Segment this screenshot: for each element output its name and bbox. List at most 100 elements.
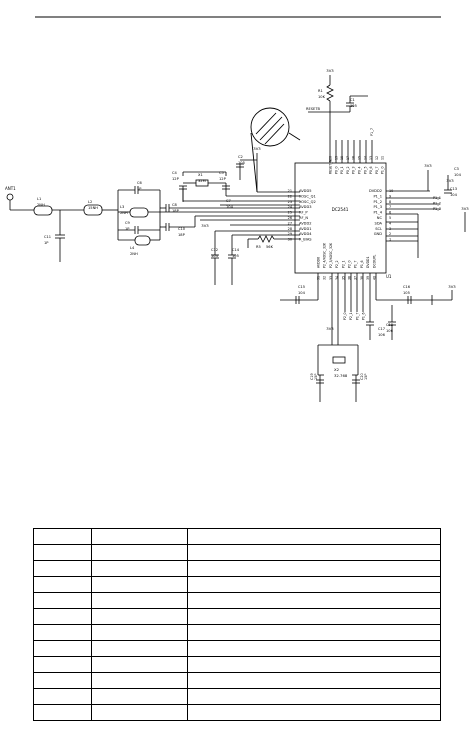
component-value: 1P (137, 187, 142, 191)
ic-left-pin-label: R_BIAS (299, 238, 312, 242)
table-cell (33, 640, 92, 657)
component-value: 104 (450, 193, 458, 197)
ic-top-pin-num: 16 (352, 156, 356, 160)
ic-top-pin-num: 11 (381, 156, 385, 160)
ic-top-pin-label: P0_7 (375, 166, 379, 174)
table-cell (91, 640, 188, 657)
supply-label: 3V3 (253, 146, 261, 151)
component-ref: R1 (318, 89, 323, 93)
component-value: 1P (125, 227, 130, 231)
table-cell (33, 560, 92, 577)
crystal-x2-ref: X2 (334, 367, 340, 372)
crystal-x1-ref: X1 (198, 173, 203, 177)
table-cell (91, 624, 188, 641)
component-value: 12P (219, 177, 227, 181)
component-ref: C17 (378, 327, 385, 331)
ic-right-pin-num: 2 (389, 232, 391, 236)
ic-top-pin-num: 12 (375, 156, 379, 160)
component-ref: C15 (298, 285, 305, 289)
component-value: 106 (378, 333, 386, 337)
ic-bottom-pin-label: P2_0 (348, 260, 352, 268)
supply-label: 3V3 (326, 68, 334, 73)
table-cell (91, 560, 188, 577)
ic-bottom-pin-num: 40 (372, 276, 376, 280)
ic-right-pin-label: P1_3 (373, 205, 382, 209)
component-value: 12P (172, 177, 180, 181)
supply-label: 3V3 (326, 326, 334, 331)
ic-top-pin-label: P1_0 (381, 166, 385, 174)
ic-left-pin-label: XOSC_Q1 (299, 194, 316, 198)
ic-bottom-pin-label: P1_6 (360, 260, 364, 268)
ic-top-pin-num: 13 (369, 156, 373, 160)
table-cell (187, 672, 441, 689)
ic-left-pin-num: 26 (288, 216, 292, 220)
ic-left-pin-num: 30 (288, 238, 292, 242)
table-cell (91, 704, 188, 721)
table-cell (187, 688, 441, 705)
ic-right-pin-num: 8 (389, 200, 391, 204)
reset-net-label: RESETB (306, 107, 321, 111)
ic-left-pin-label: XOSC_Q2 (299, 200, 316, 204)
ic-right-net-label: P1_3 (433, 207, 441, 211)
ic-right-pin-label: P1_2 (373, 200, 382, 204)
component-ref: R5 (256, 245, 261, 249)
ic-right-pin-num: 5 (389, 216, 391, 220)
component-value: 2NH (37, 203, 45, 207)
component-ref: C14 (232, 248, 240, 252)
component-value: 18P (178, 233, 186, 237)
component-ref: C11 (44, 235, 51, 239)
table-cell (187, 592, 441, 609)
table-row (33, 544, 441, 561)
antenna-terminal (6, 193, 14, 201)
inductor-l1 (33, 205, 53, 216)
table-cell (91, 672, 188, 689)
ic-bottom-pin-num: 33 (329, 276, 333, 280)
ic-right-pin-num: 10 (389, 189, 393, 193)
table-cell (91, 576, 188, 593)
ic-left-pin-num: 24 (288, 205, 292, 209)
table-cell (91, 656, 188, 673)
component-value: 18P (172, 209, 180, 213)
ic-bottom-pin-num: 39 (366, 276, 370, 280)
component-value: 105 (403, 291, 410, 295)
component-labels: 3V33V33V33V33V33V33V33V3RESETBANT1X132MX… (5, 68, 469, 380)
table-cell (33, 576, 92, 593)
ic-left-pin-num: 21 (288, 189, 292, 193)
inductor-l4 (134, 235, 151, 246)
component-ref: C16 (403, 285, 411, 289)
component-ref: C1 (350, 98, 355, 102)
ic-top-pin-num: 20 (329, 156, 333, 160)
component-value: 15P (314, 374, 318, 380)
ic-right-net-label: P1_1 (433, 196, 441, 200)
table-cell (187, 544, 441, 561)
component-ref: L3 (120, 205, 124, 209)
crystal-x2 (332, 356, 346, 364)
table-cell (33, 624, 92, 641)
resistor-r5 (257, 235, 275, 243)
ic-top-pin-num: 17 (346, 156, 350, 160)
ic-right-pin-label: P1_4 (373, 211, 382, 215)
table-cell (33, 656, 92, 673)
ic-bottom-net-label: P1_7 (355, 312, 359, 320)
ic-right-pin-num: 6 (389, 211, 391, 215)
component-value: 106 (386, 329, 394, 333)
ic-bottom-net-label: P1_6 (362, 312, 366, 320)
component-ref: L4 (130, 246, 135, 250)
ic-bottom-pin-label: P2_4/XOSC_32K (323, 242, 327, 268)
table-cell (187, 608, 441, 625)
ic-right-net-label: P1_2 (433, 201, 441, 205)
ic-bottom-pin-num: 37 (354, 276, 358, 280)
component-value: 2NH (130, 252, 138, 256)
component-value: 104 (298, 291, 306, 295)
supply-label: 3V3 (448, 284, 456, 289)
ic-right-pin-label: P1_1 (373, 194, 382, 198)
ic-body (294, 162, 387, 274)
ic-left-pin-num: 22 (288, 194, 292, 198)
ic-right-pin-label: NC (377, 216, 383, 220)
table-row (33, 624, 441, 641)
component-ref: C8 (172, 203, 178, 207)
ic-bottom-pin-num: 36 (348, 276, 352, 280)
table-row (33, 704, 441, 721)
ic-left-pin-label: AVDD5 (299, 189, 312, 193)
